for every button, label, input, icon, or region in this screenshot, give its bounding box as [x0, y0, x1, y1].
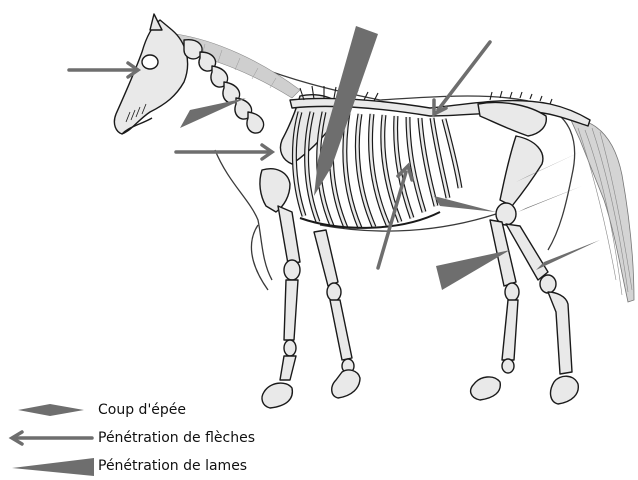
front-leg-far — [314, 230, 360, 398]
legend-item-sword: Coup d'épée — [6, 398, 186, 422]
legend-item-arrow: Pénétration de flèches — [6, 426, 255, 450]
skull — [114, 14, 187, 134]
legend-item-blade: Pénétration de lames — [6, 454, 247, 478]
blade-marker-hock-left — [436, 250, 510, 290]
blade-icon — [6, 454, 98, 478]
blade-marker-stifle — [518, 186, 582, 212]
arrow-icon — [6, 426, 98, 450]
front-leg-near — [260, 169, 300, 408]
blade-marker-hock-right — [536, 240, 600, 270]
legend-label-sword: Coup d'épée — [98, 402, 186, 418]
arrow-marker-shoulder — [176, 145, 272, 159]
blade-marker-flank — [434, 196, 496, 212]
tail — [570, 118, 634, 302]
sword-wound-icon — [6, 398, 98, 422]
hind-leg-far — [471, 220, 519, 400]
arrow-marker-head — [69, 63, 138, 77]
legend-label-arrow: Pénétration de flèches — [98, 430, 255, 446]
legend-label-blade: Pénétration de lames — [98, 458, 247, 474]
